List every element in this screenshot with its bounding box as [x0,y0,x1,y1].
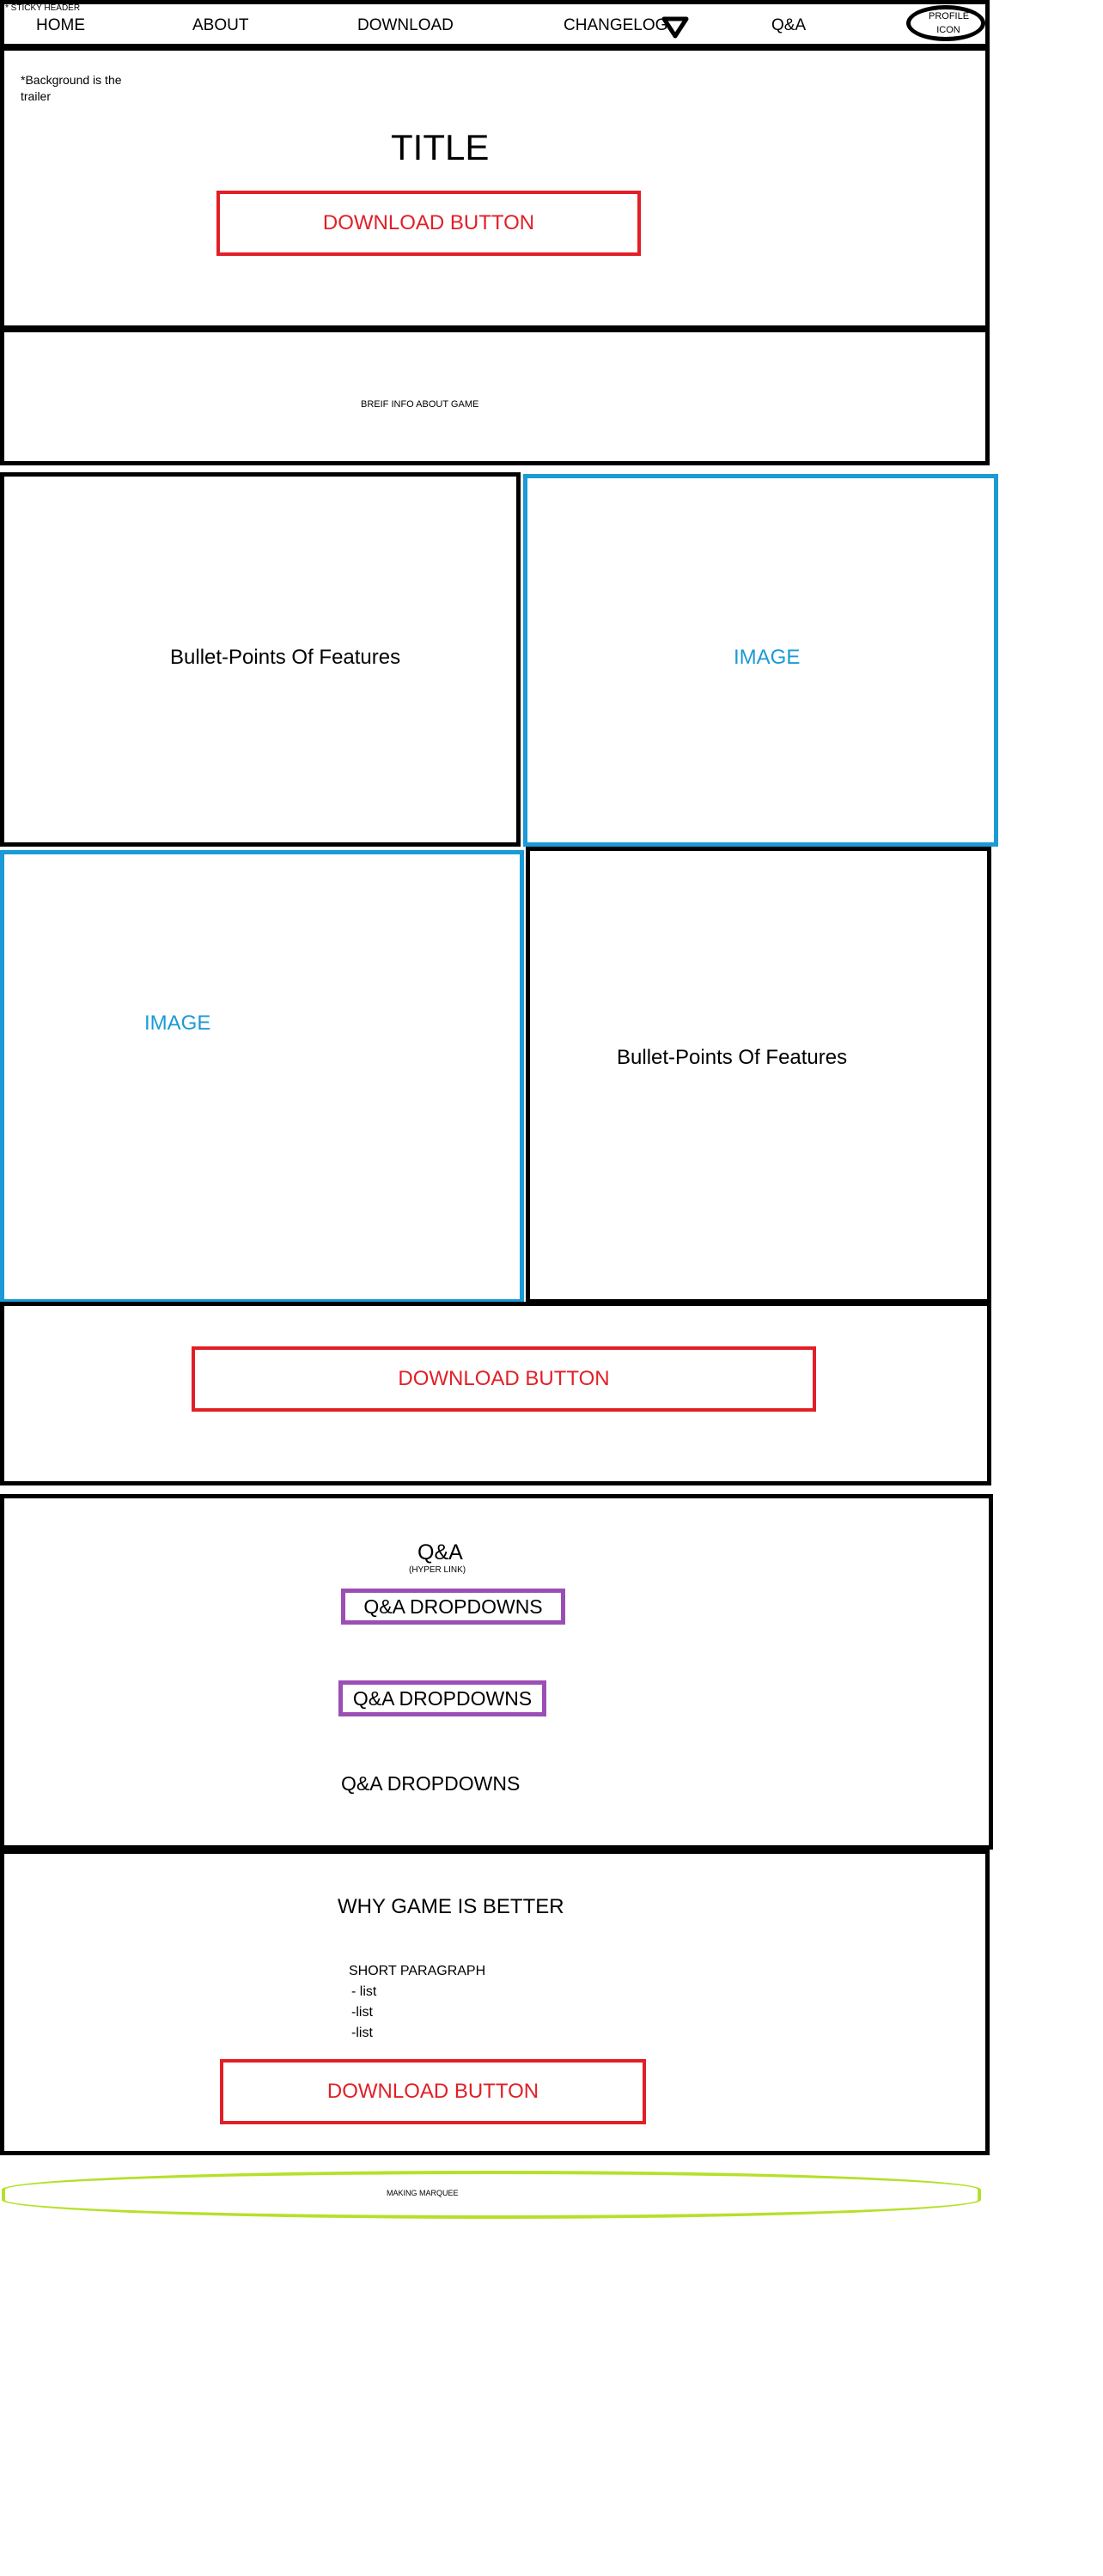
why-section [0,1850,990,2155]
feature-image-1 [523,474,998,847]
hero-background-note: *Background is the trailer [21,73,122,103]
nav-qa[interactable]: Q&A [771,16,807,34]
why-list-item-1: - list [351,1984,377,1999]
feature-image-1-label: IMAGE [734,646,801,669]
feature-image-2-label: IMAGE [144,1012,211,1035]
hero-download-button[interactable]: DOWNLOAD BUTTON [216,191,641,256]
profile-icon-label: PROFILE ICON [929,11,970,35]
cta-download-button[interactable]: DOWNLOAD BUTTON [192,1346,816,1412]
qa-hyperlink-note: (HYPER LINK) [409,1565,466,1575]
features-text-block-2 [526,847,991,1303]
chevron-down-icon[interactable] [661,16,689,39]
why-list-item-3: -list [351,2026,373,2040]
feature-image-2 [0,850,524,1303]
nav-changelog[interactable]: CHANGELOG [564,16,668,34]
features-text-block-1 [0,472,521,847]
features-bullets-2: Bullet-Points Of Features [617,1046,848,1069]
profile-icon[interactable] [906,5,985,41]
nav-download[interactable]: DOWNLOAD [357,16,454,34]
brief-info-section [0,328,990,465]
why-list-item-2: -list [351,2005,373,2020]
sticky-header [0,0,990,48]
why-heading: WHY GAME IS BETTER [338,1895,564,1918]
cta-section [0,1302,991,1485]
why-download-button[interactable]: DOWNLOAD BUTTON [220,2059,646,2124]
marquee-banner [2,2171,981,2219]
brief-info-text: BREIF INFO ABOUT GAME [361,399,479,410]
sticky-header-note: * STICKY HEADER [5,3,81,13]
features-bullets-1: Bullet-Points Of Features [170,646,401,669]
nav-home[interactable]: HOME [36,16,85,34]
page-title: TITLE [391,127,490,167]
nav-about[interactable]: ABOUT [192,16,249,34]
qa-dropdown-2[interactable]: Q&A DROPDOWNS [338,1680,546,1716]
marquee-text: MAKING MARQUEE [387,2189,459,2197]
why-paragraph: SHORT PARAGRAPH [349,1964,486,1978]
qa-heading-link[interactable]: Q&A [417,1540,463,1564]
qa-section [0,1494,993,1850]
qa-dropdown-3[interactable]: Q&A DROPDOWNS [341,1772,521,1795]
qa-dropdown-1[interactable]: Q&A DROPDOWNS [341,1589,565,1625]
hero-section [0,46,990,330]
